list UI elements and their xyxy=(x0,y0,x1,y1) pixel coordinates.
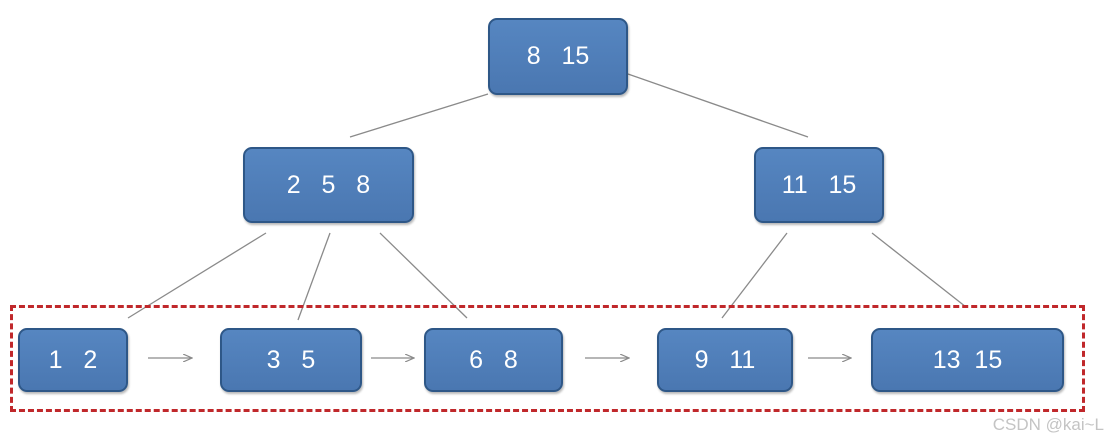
edge-internal-right-leaf-5 xyxy=(871,232,967,308)
leaf-node-3: 6 8 xyxy=(424,328,563,392)
watermark: CSDN @kai~L xyxy=(992,415,1104,434)
leaf-node-2: 3 5 xyxy=(220,328,362,392)
edge-internal-left-leaf-3 xyxy=(379,232,468,319)
internal-node-right: 11 15 xyxy=(754,147,884,223)
edge-root-internal-left xyxy=(349,93,489,138)
edge-internal-right-leaf-4 xyxy=(721,232,788,319)
leaf-node-4: 9 11 xyxy=(657,328,793,392)
leaf-node-1: 1 2 xyxy=(18,328,128,392)
root-node: 8 15 xyxy=(488,18,628,95)
leaf-node-5: 13 15 xyxy=(871,328,1064,392)
edge-internal-left-leaf-1 xyxy=(127,232,267,319)
internal-node-left: 2 5 8 xyxy=(243,147,414,223)
leaf-chain-highlight xyxy=(10,305,1085,412)
edge-root-internal-right xyxy=(627,73,809,138)
